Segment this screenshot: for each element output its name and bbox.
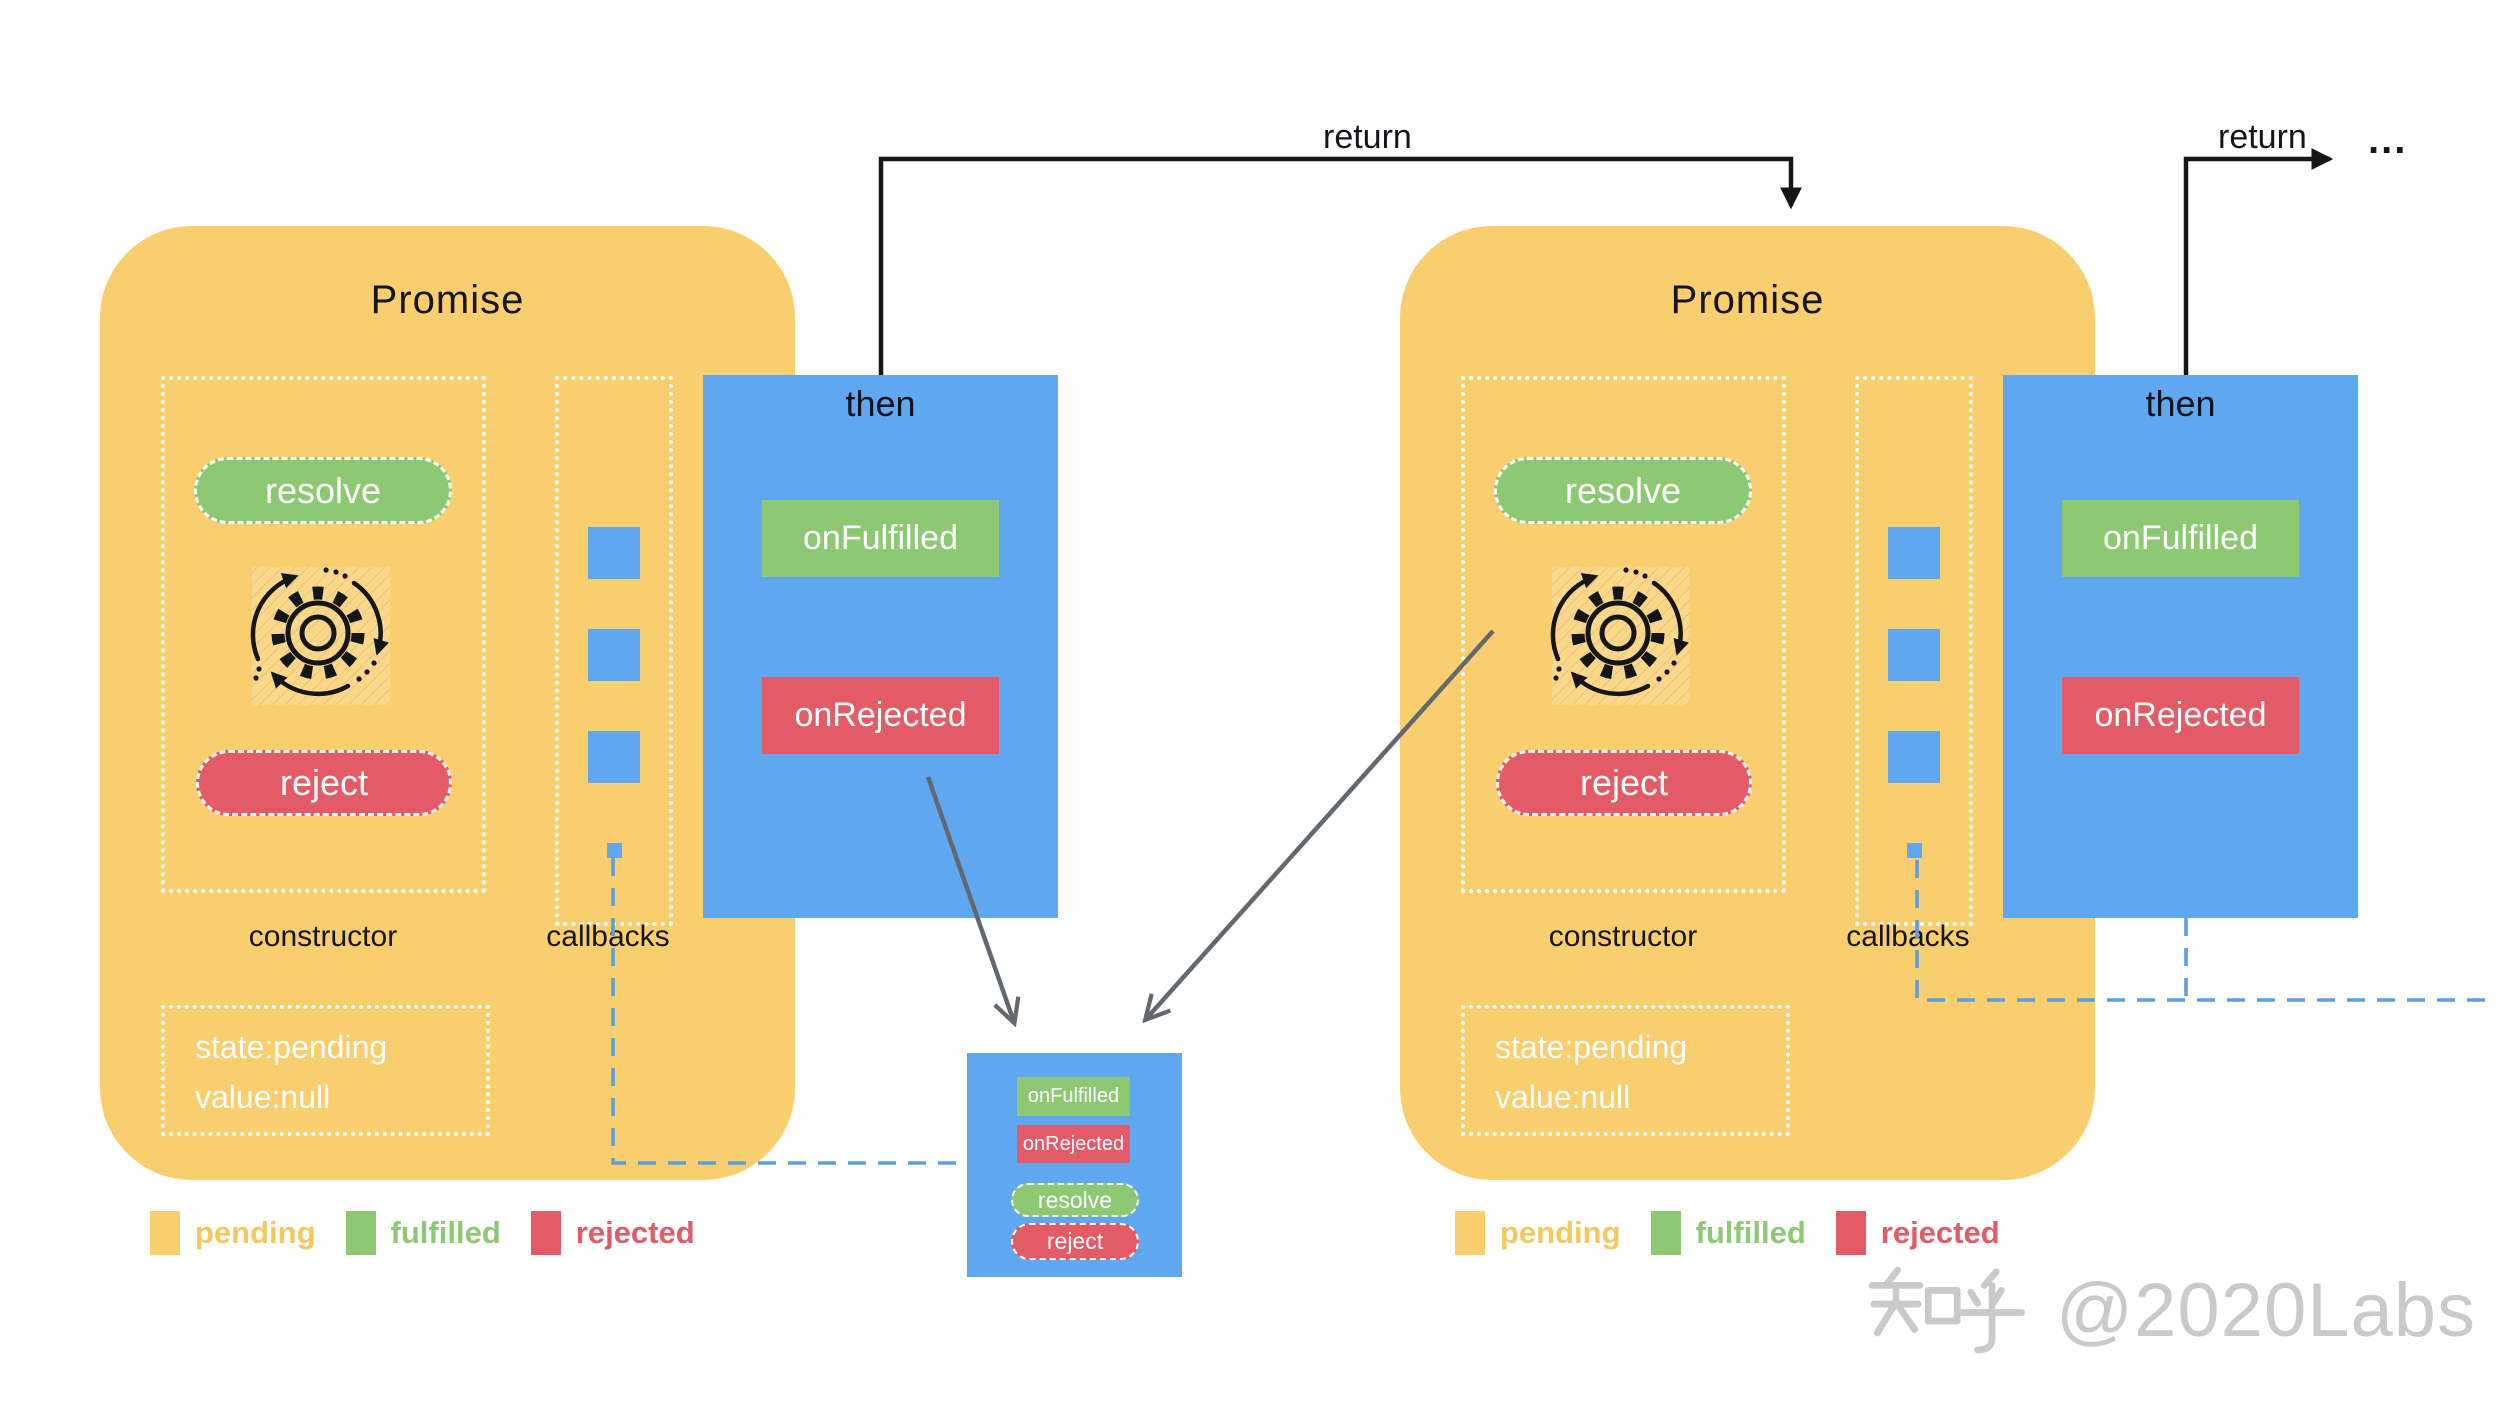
reject-pill: reject	[1496, 750, 1752, 816]
resolve-pill: resolve	[194, 457, 452, 524]
watermark-text: @2020Labs	[2056, 1267, 2477, 1353]
return-label-left: return	[1323, 118, 1412, 156]
onrejected-chip: onRejected	[2062, 677, 2299, 754]
callbacks-label: callbacks	[1846, 920, 1970, 953]
resolve-label: resolve	[1564, 469, 1682, 511]
state-line: state:pending	[1495, 1029, 1688, 1065]
constructor-label: constructor	[1548, 920, 1698, 953]
onfulfilled-chip: onFulfilled	[762, 500, 999, 577]
chain-continues-ellipsis: ...	[2368, 118, 2408, 162]
legend-item-fulfilled: fulfilled	[345, 1211, 501, 1255]
then-card-right: then onFulfilled onRejected	[2003, 375, 2358, 918]
pending-swatch	[150, 1211, 180, 1255]
state-region	[1461, 1005, 1790, 1136]
zhihu-logo	[1868, 1266, 2026, 1354]
callbacks-region	[1855, 376, 1973, 926]
chain-result-box: onFulfilled onRejected resolve reject	[967, 1053, 1182, 1277]
callback-slot-small	[1907, 843, 1922, 858]
state-line: value:null	[195, 1079, 331, 1115]
fulfilled-label: fulfilled	[1695, 1215, 1806, 1250]
rejected-label: rejected	[1880, 1215, 2000, 1250]
callback-slot	[588, 527, 640, 579]
constructor-label: constructor	[248, 920, 398, 953]
callback-slot	[588, 629, 640, 681]
state-line: state:pending	[195, 1029, 388, 1065]
rejected-swatch	[530, 1211, 561, 1255]
then-title: then	[845, 383, 916, 424]
callback-slot	[1888, 731, 1940, 783]
return-arrow-right	[2183, 148, 2334, 375]
resolve-pill: resolve	[1494, 457, 1752, 524]
rejected-label: rejected	[575, 1215, 695, 1250]
reject-label: reject	[1579, 762, 1669, 803]
promise-card-right: Promise resolve reject constructor callb…	[1400, 226, 2095, 1180]
onfulfilled-label: onFulfilled	[1027, 1085, 1120, 1107]
onrejected-chip: onRejected	[762, 677, 999, 754]
pending-label: pending	[1500, 1215, 1621, 1250]
fulfilled-label: fulfilled	[390, 1215, 501, 1250]
legend-item-rejected: rejected	[530, 1211, 695, 1255]
promise-title: Promise	[370, 278, 525, 322]
reject-pill: reject	[1011, 1223, 1139, 1260]
callback-slot	[1888, 527, 1940, 579]
return-label-right: return	[2218, 118, 2307, 156]
state-text: state:pending value:null	[195, 1022, 387, 1122]
callbacks-label: callbacks	[546, 920, 670, 953]
promise-card-left: Promise resolve reject constructor callb…	[100, 226, 795, 1180]
legend-item-fulfilled: fulfilled	[1650, 1211, 1806, 1255]
onfulfilled-label: onFulfilled	[2103, 519, 2258, 557]
fulfilled-swatch	[1650, 1211, 1681, 1255]
onfulfilled-chip: onFulfilled	[1017, 1077, 1130, 1116]
reject-label: reject	[1046, 1228, 1104, 1254]
state-region	[161, 1005, 490, 1136]
onrejected-label: onRejected	[1022, 1132, 1125, 1155]
legend-item-rejected: rejected	[1835, 1211, 2000, 1255]
fulfilled-swatch	[345, 1211, 376, 1255]
onrejected-label: onRejected	[794, 696, 967, 734]
state-text: state:pending value:null	[1495, 1022, 1687, 1122]
state-legend-right: pending fulfilled rejected	[1455, 1211, 2000, 1255]
legend-item-pending: pending	[1455, 1211, 1621, 1255]
constructor-region	[161, 376, 486, 893]
callback-slot-small	[607, 843, 622, 858]
watermark: @2020Labs	[1862, 1262, 2476, 1358]
state-line: value:null	[1495, 1079, 1631, 1115]
pending-swatch	[1455, 1211, 1485, 1255]
resolve-label: resolve	[1037, 1186, 1113, 1213]
onrejected-label: onRejected	[2094, 696, 2267, 734]
then-title: then	[2145, 383, 2216, 424]
then-card-left: then onFulfilled onRejected	[703, 375, 1058, 918]
legend-item-pending: pending	[150, 1211, 316, 1255]
pending-label: pending	[195, 1215, 316, 1250]
reject-pill: reject	[196, 750, 452, 816]
onfulfilled-chip: onFulfilled	[2062, 500, 2299, 577]
onfulfilled-label: onFulfilled	[803, 519, 958, 557]
reject-label: reject	[279, 762, 369, 803]
onrejected-chip: onRejected	[1017, 1125, 1130, 1163]
callback-slot	[1888, 629, 1940, 681]
callback-slot	[588, 731, 640, 783]
rejected-swatch	[1835, 1211, 1866, 1255]
resolve-label: resolve	[264, 469, 382, 511]
state-legend-left: pending fulfilled rejected	[150, 1211, 695, 1255]
resolve-pill: resolve	[1011, 1183, 1139, 1217]
promise-title: Promise	[1670, 278, 1825, 322]
